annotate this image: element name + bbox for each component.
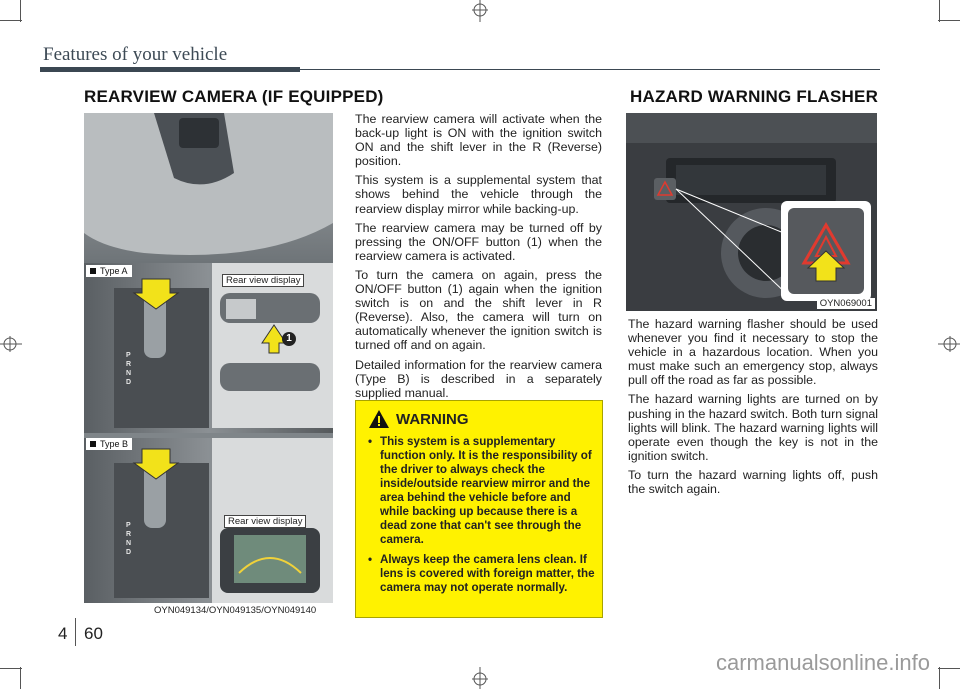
gear-letter: P — [126, 522, 131, 529]
gear-letter: D — [126, 379, 132, 386]
page-section-title: Features of your vehicle — [43, 44, 228, 65]
rearview-paragraph: The rearview camera may be turned off by… — [355, 220, 602, 263]
crop-mark — [939, 667, 940, 689]
hazard-illustration — [626, 113, 877, 311]
warning-header: WARNING — [368, 409, 469, 429]
warning-list: This system is a supplementary function … — [364, 435, 596, 601]
rearview-description: The rearview camera will activate when t… — [355, 112, 602, 405]
gear-letter: D — [126, 549, 132, 556]
crop-mark — [938, 668, 960, 669]
registration-mark-top — [472, 0, 488, 22]
figure-illustration — [84, 113, 333, 603]
page-number: 60 — [84, 624, 103, 643]
warning-box: WARNING This system is a supplementary f… — [355, 400, 603, 618]
rearview-camera-heading: REARVIEW CAMERA (IF EQUIPPED) — [84, 87, 384, 106]
button-number-badge: 1 — [282, 332, 296, 346]
crop-mark — [20, 667, 21, 689]
hazard-figure-caption: OYN069001 — [816, 298, 875, 309]
gear-indicator-a: P R N D — [126, 351, 131, 387]
rearview-paragraph: Detailed information for the rearview ca… — [355, 357, 602, 400]
chapter-number: 4 — [58, 624, 68, 643]
crop-mark — [20, 0, 21, 22]
hazard-flasher-heading: HAZARD WARNING FLASHER — [630, 87, 879, 106]
type-b-label-text: Type B — [100, 439, 129, 449]
gear-letter: R — [126, 361, 132, 368]
warning-item: This system is a supplementary function … — [364, 435, 596, 547]
gear-letter: P — [126, 352, 131, 359]
hazard-paragraph: The hazard warning flasher should be use… — [628, 317, 878, 388]
watermark: carmanualsonline.info — [715, 650, 930, 675]
rearview-camera-figure: Type A Type B Rear view display Rear vie… — [84, 113, 333, 603]
crop-mark — [0, 20, 22, 21]
header-rule — [300, 69, 880, 70]
hazard-paragraph: The hazard warning lights are turned on … — [628, 392, 878, 463]
hazard-description: The hazard warning flasher should be use… — [628, 317, 878, 501]
type-b-label: Type B — [86, 438, 133, 450]
type-a-label-text: Type A — [100, 266, 128, 276]
warning-title: WARNING — [396, 410, 469, 428]
rear-view-display-label-b: Rear view display — [224, 515, 307, 528]
gear-letter: N — [126, 370, 132, 377]
warning-item: Always keep the camera lens clean. If le… — [364, 553, 596, 595]
type-a-label: Type A — [86, 265, 132, 277]
warning-triangle-icon — [369, 410, 389, 428]
crop-mark — [938, 20, 960, 21]
rearview-paragraph: This system is a supplemental system tha… — [355, 173, 602, 216]
rearview-paragraph: The rearview camera will activate when t… — [355, 112, 602, 169]
rearview-figure-caption: OYN049134/OYN049135/OYN049140 — [154, 605, 317, 616]
rear-view-display-label-a: Rear view display — [222, 274, 305, 287]
registration-mark-right — [938, 336, 960, 352]
header-bar — [40, 67, 300, 72]
crop-mark — [939, 0, 940, 22]
registration-mark-bottom — [472, 667, 488, 689]
hazard-switch-figure: OYN069001 — [626, 113, 877, 311]
rearview-paragraph: To turn the camera on again, press the O… — [355, 267, 602, 353]
hazard-paragraph: To turn the hazard warning lights off, p… — [628, 467, 878, 497]
footer-divider — [75, 618, 76, 646]
gear-letter: N — [126, 540, 132, 547]
gear-indicator-b: P R N D — [126, 521, 131, 557]
crop-mark — [0, 668, 22, 669]
registration-mark-left — [0, 336, 22, 352]
gear-letter: R — [126, 531, 132, 538]
